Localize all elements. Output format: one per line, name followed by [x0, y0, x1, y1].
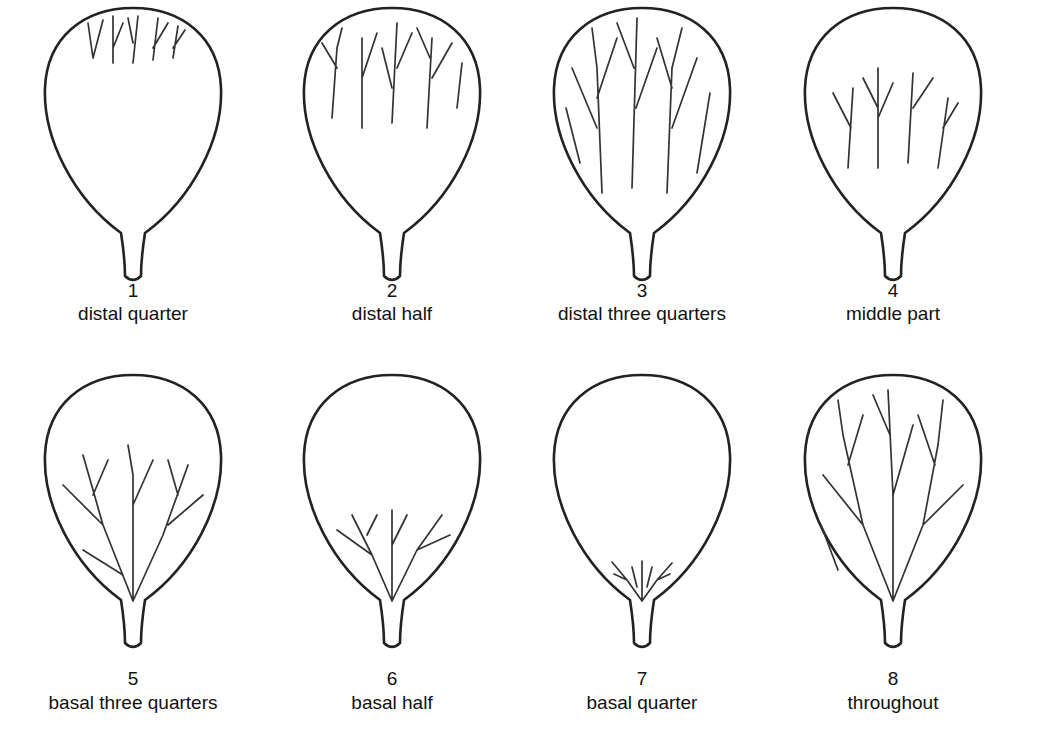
- petal-distal-three-quarters: [554, 8, 730, 280]
- figure-number: 5: [128, 668, 139, 690]
- figure-number: 4: [888, 280, 899, 302]
- figure-number: 2: [387, 280, 398, 302]
- petal-basal-quarter: [554, 375, 730, 647]
- petal-throughout: [805, 375, 981, 647]
- figure-caption: distal half: [352, 303, 432, 325]
- figure-caption: basal half: [351, 692, 432, 714]
- petal-distal-quarter: [45, 8, 221, 280]
- figure-number: 3: [637, 280, 648, 302]
- figure-number: 8: [888, 668, 899, 690]
- figure-number: 7: [637, 668, 648, 690]
- figure-caption: distal quarter: [78, 303, 188, 325]
- petal-middle-part: [805, 8, 981, 280]
- figure-caption: basal three quarters: [49, 692, 218, 714]
- petal-basal-three-quarters: [45, 375, 221, 647]
- figure-caption: middle part: [846, 303, 940, 325]
- figure-number: 6: [387, 668, 398, 690]
- figure-caption: basal quarter: [587, 692, 698, 714]
- figure-caption: distal three quarters: [558, 303, 726, 325]
- figure-number: 1: [128, 280, 139, 302]
- figure-caption: throughout: [848, 692, 939, 714]
- petal-distal-half: [304, 8, 480, 280]
- petal-basal-half: [304, 375, 480, 647]
